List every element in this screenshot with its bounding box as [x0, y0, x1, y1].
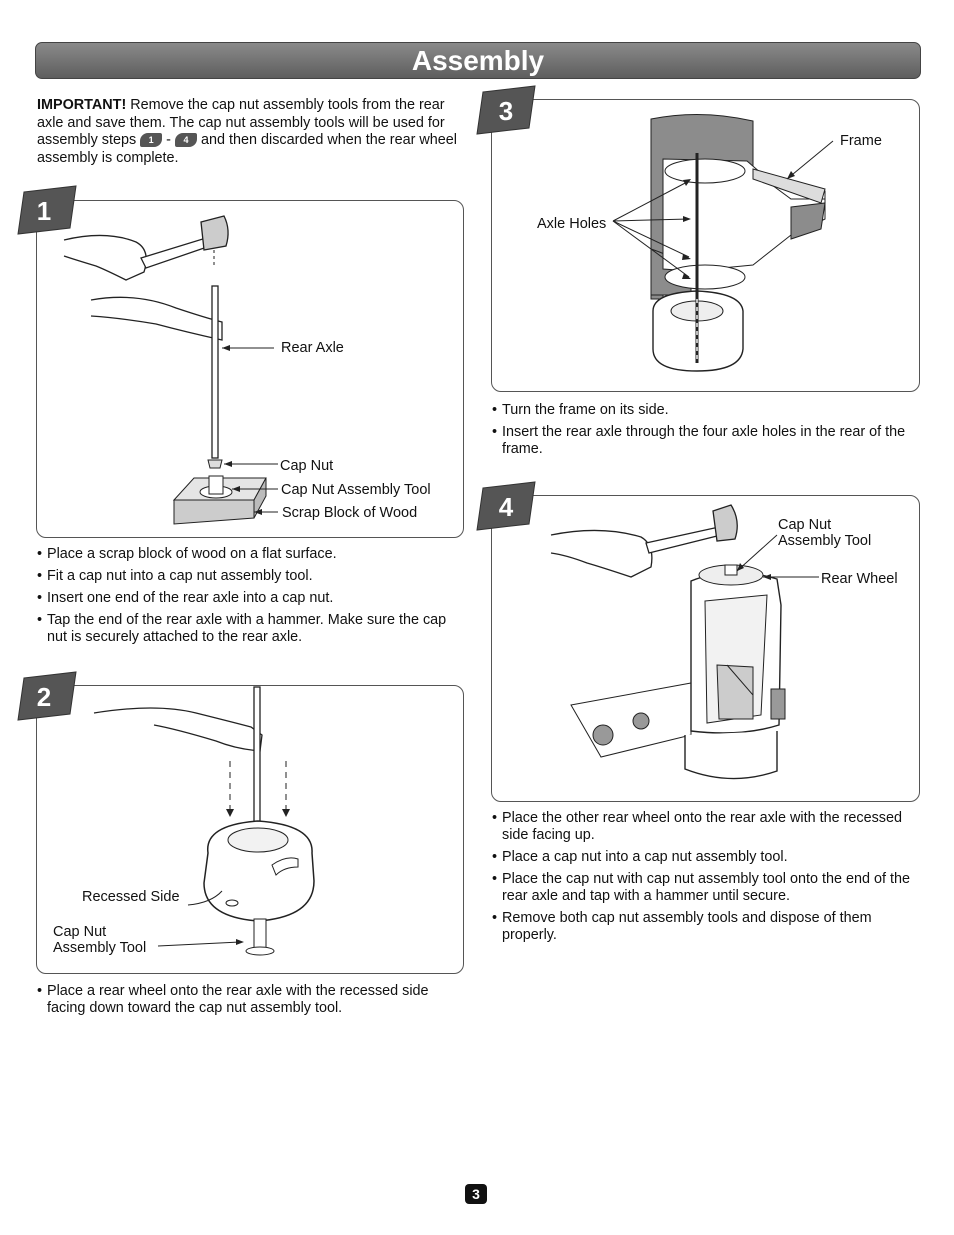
- cap-nut-tool-label: Cap Nut Assembly Tool: [281, 482, 431, 498]
- list-item: Remove both cap nut assembly tools and d…: [492, 910, 928, 944]
- step-2-badge: 2: [17, 671, 77, 721]
- scrap-block-label: Scrap Block of Wood: [282, 505, 418, 521]
- cap-nut-part: [207, 459, 223, 469]
- list-item: Place a rear wheel onto the rear axle wi…: [37, 983, 465, 1017]
- step-4-badge: 4: [476, 481, 536, 531]
- list-item: Insert the rear axle through the four ax…: [492, 424, 912, 458]
- rear-wheel-label: Rear Wheel: [821, 571, 898, 587]
- intro-text-2: and then discarded when the rear wheel a…: [37, 132, 457, 166]
- step-ref-badge-end: 4: [174, 133, 197, 148]
- step-3-number: 3: [499, 96, 513, 126]
- step-1-instructions: Place a scrap block of wood on a flat su…: [37, 546, 462, 651]
- step-2-illustration: [93, 686, 315, 956]
- list-item: Fit a cap nut into a cap nut assembly to…: [37, 568, 462, 585]
- intro-text-1: Remove the cap nut assembly tools from t…: [37, 97, 445, 148]
- step-1-illustration: [63, 215, 278, 525]
- list-item: Turn the frame on its side.: [492, 402, 912, 419]
- hammer-icon: [140, 237, 211, 269]
- page-title: Assembly: [35, 42, 921, 79]
- cap-nut-tool-label-2: Assembly Tool: [53, 940, 147, 956]
- page-number: 3: [465, 1184, 487, 1204]
- step-3-illustration: [612, 113, 834, 372]
- list-item: Place a cap nut into a cap nut assembly …: [492, 849, 928, 866]
- step-1-badge: 1: [17, 185, 77, 235]
- rear-axle-label: Rear Axle: [281, 340, 344, 356]
- cap-nut-tool-part: [208, 475, 224, 495]
- list-item: Place a scrap block of wood on a flat su…: [37, 546, 462, 563]
- important-label: IMPORTANT!: [37, 97, 127, 113]
- step-4-illustration: [550, 504, 819, 780]
- hammer-icon: [645, 526, 722, 554]
- scrap-block: [173, 499, 255, 525]
- rear-axle-rod: [211, 285, 219, 459]
- cap-nut-tool-label-1: Cap Nut: [53, 924, 107, 940]
- step-3-instructions: Turn the frame on its side. Insert the r…: [492, 402, 912, 463]
- list-item: Tap the end of the rear axle with a hamm…: [37, 612, 462, 646]
- cap-nut-tool-label-2: Assembly Tool: [778, 533, 872, 549]
- axle-rod: [253, 686, 261, 838]
- cap-nut-label: Cap Nut: [280, 458, 334, 474]
- important-note: IMPORTANT! Remove the cap nut assembly t…: [37, 97, 462, 167]
- step-2-number: 2: [37, 682, 51, 712]
- step-3-badge: 3: [476, 85, 536, 135]
- list-item: Place the cap nut with cap nut assembly …: [492, 871, 928, 905]
- step-4-number: 4: [499, 492, 514, 522]
- axle-holes-label: Axle Holes: [537, 216, 607, 232]
- step-2-instructions: Place a rear wheel onto the rear axle wi…: [37, 983, 465, 1022]
- intro-dash: -: [162, 132, 175, 148]
- step-4-instructions: Place the other rear wheel onto the rear…: [492, 810, 928, 949]
- recessed-side-label: Recessed Side: [82, 889, 180, 905]
- step-ref-badge-start: 1: [140, 133, 163, 148]
- frame-label: Frame: [840, 133, 882, 149]
- cap-nut-tool-label-1: Cap Nut: [778, 517, 832, 533]
- step-1-number: 1: [37, 196, 51, 226]
- list-item: Place the other rear wheel onto the rear…: [492, 810, 928, 844]
- list-item: Insert one end of the rear axle into a c…: [37, 590, 462, 607]
